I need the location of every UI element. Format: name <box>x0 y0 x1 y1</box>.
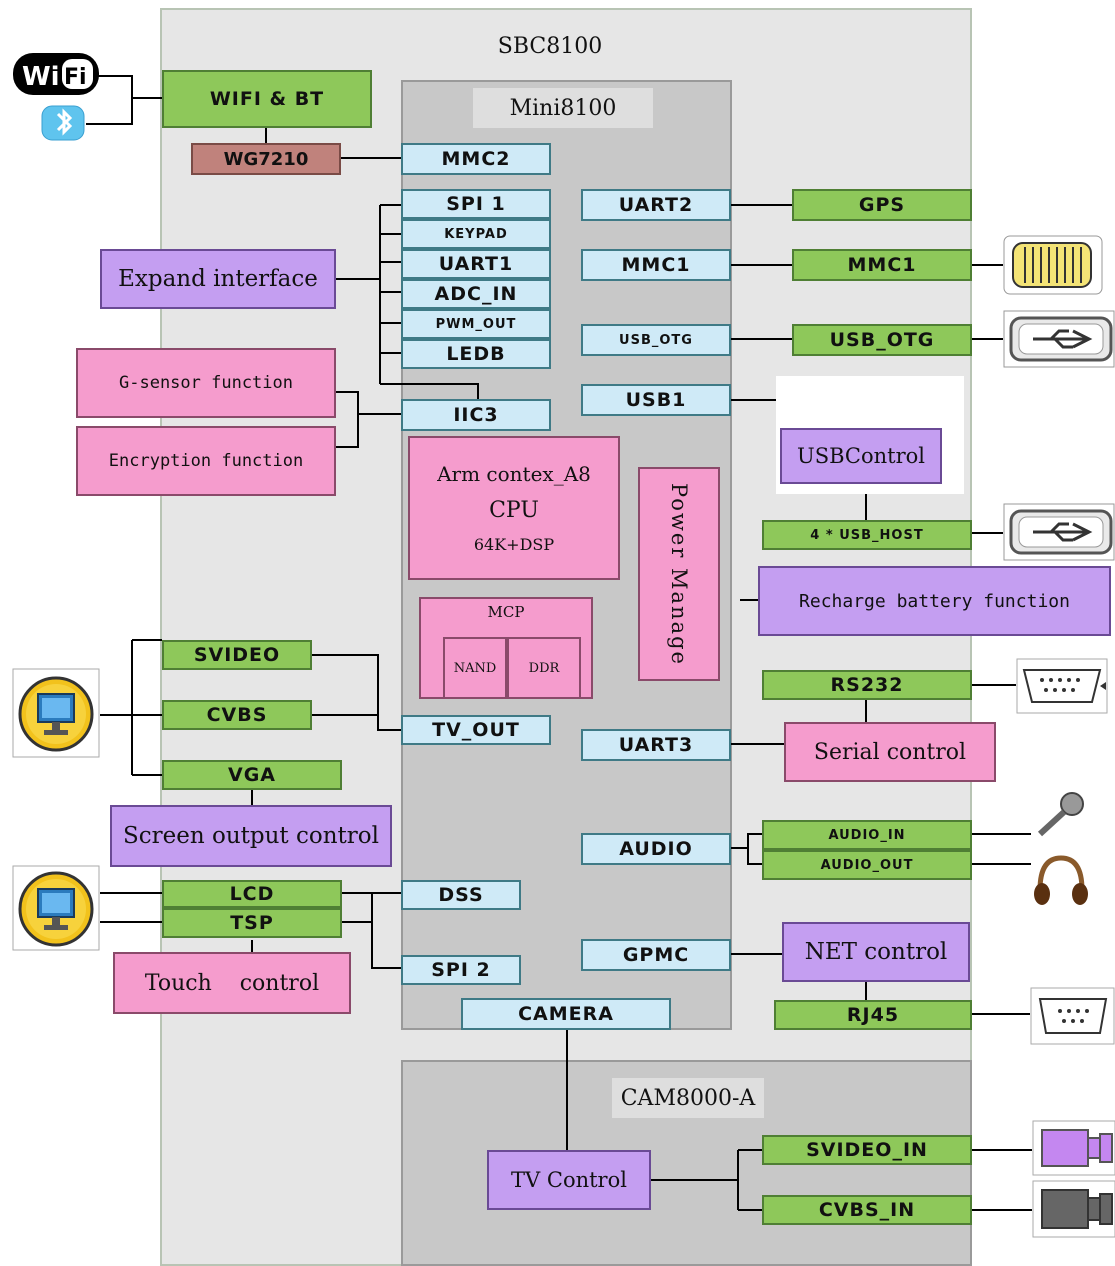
tv-control-block: TV Control <box>487 1150 651 1210</box>
sbc8100-title: SBC8100 <box>497 33 603 59</box>
audio-block: AUDIO <box>581 833 731 865</box>
ledb-block: LEDB <box>401 339 551 369</box>
uart2-block: UART2 <box>581 189 731 221</box>
iic3-block: IIC3 <box>401 399 551 431</box>
audio-in-block: AUDIO_IN <box>762 820 972 850</box>
bluetooth-icon <box>40 104 86 142</box>
serial-port-icon <box>1016 658 1108 714</box>
purple-camera-icon <box>1032 1120 1115 1176</box>
uart3-block: UART3 <box>581 729 731 761</box>
spi1-block: SPI 1 <box>401 189 551 219</box>
tsp-block: TSP <box>162 908 342 938</box>
cpu-line2: CPU <box>489 498 539 523</box>
expand-interface-block: Expand interface <box>100 249 336 309</box>
mini8100-title: Mini8100 <box>473 88 653 128</box>
usb-otg-out-block: USB_OTG <box>792 324 972 356</box>
camera-block: CAMERA <box>461 998 671 1030</box>
recharge-battery-label: Recharge battery function <box>799 590 1070 612</box>
keypad-block: KEYPAD <box>401 219 551 249</box>
svideo-block: SVIDEO <box>162 640 312 670</box>
gray-camera-icon <box>1032 1180 1115 1238</box>
usb-host-icon <box>1003 503 1115 561</box>
net-control-block: NET control <box>782 922 970 982</box>
uart1-block: UART1 <box>401 249 551 279</box>
rj45-block: RJ45 <box>774 1000 972 1030</box>
sd-card-icon <box>1003 235 1103 295</box>
usb-otg-mini-block: USB_OTG <box>581 324 731 356</box>
cpu-block: Arm contex_A8 CPU 64K+DSP <box>408 436 620 580</box>
mcp-label: MCP <box>487 603 525 621</box>
svg-text:Fi: Fi <box>64 65 87 90</box>
spi2-block: SPI 2 <box>401 955 521 985</box>
mmc2-block: MMC2 <box>401 143 551 175</box>
dss-block: DSS <box>401 880 521 910</box>
power-manage-block: Power Manage <box>638 467 720 681</box>
lcd-block: LCD <box>162 880 342 908</box>
usb-control-block: USBControl <box>780 428 942 484</box>
vga-block: VGA <box>162 760 342 790</box>
gpmc-block: GPMC <box>581 939 731 971</box>
rj45-port-icon <box>1030 987 1115 1045</box>
adc-in-block: ADC_IN <box>401 279 551 309</box>
wg7210-block: WG7210 <box>191 143 341 175</box>
cpu-line1: Arm contex_A8 <box>437 462 591 486</box>
audio-out-block: AUDIO_OUT <box>762 850 972 880</box>
mmc1-out-block: MMC1 <box>792 249 972 281</box>
usb1-block: USB1 <box>581 384 731 416</box>
pwm-out-block: PWM_OUT <box>401 309 551 339</box>
usb-host-block: 4 * USB_HOST <box>762 520 972 550</box>
svg-text:Wi: Wi <box>22 62 60 92</box>
nand-block: NAND <box>443 637 507 699</box>
recharge-battery-block: Recharge battery function <box>758 566 1111 636</box>
screen-output-control-block: Screen output control <box>110 805 392 867</box>
cam8000-title: CAM8000-A <box>612 1078 764 1118</box>
serial-control-block: Serial control <box>784 722 996 782</box>
svideo-in-block: SVIDEO_IN <box>762 1135 972 1165</box>
cvbs-block: CVBS <box>162 700 312 730</box>
rs232-block: RS232 <box>762 670 972 700</box>
touch-monitor-icon <box>12 865 100 951</box>
gsensor-block: G-sensor function <box>76 348 336 418</box>
usb-otg-icon <box>1003 310 1115 368</box>
tv-out-block: TV_OUT <box>401 715 551 745</box>
cvbs-in-block: CVBS_IN <box>762 1195 972 1225</box>
ddr-block: DDR <box>507 637 581 699</box>
touch-control-label: Touch control <box>144 970 320 996</box>
wifi-bt-block: WIFI & BT <box>162 70 372 128</box>
wifi-logo-icon: Wi Fi <box>12 52 100 96</box>
cpu-line3: 64K+DSP <box>473 535 555 554</box>
monitor-icon <box>12 668 100 758</box>
touch-control-block: Touch control <box>113 952 351 1014</box>
microphone-icon <box>1030 788 1092 844</box>
headphones-icon <box>1030 850 1092 908</box>
gps-block: GPS <box>792 189 972 221</box>
power-manage-label: Power Manage <box>667 482 691 666</box>
mmc1-mini-block: MMC1 <box>581 249 731 281</box>
encryption-block: Encryption function <box>76 426 336 496</box>
